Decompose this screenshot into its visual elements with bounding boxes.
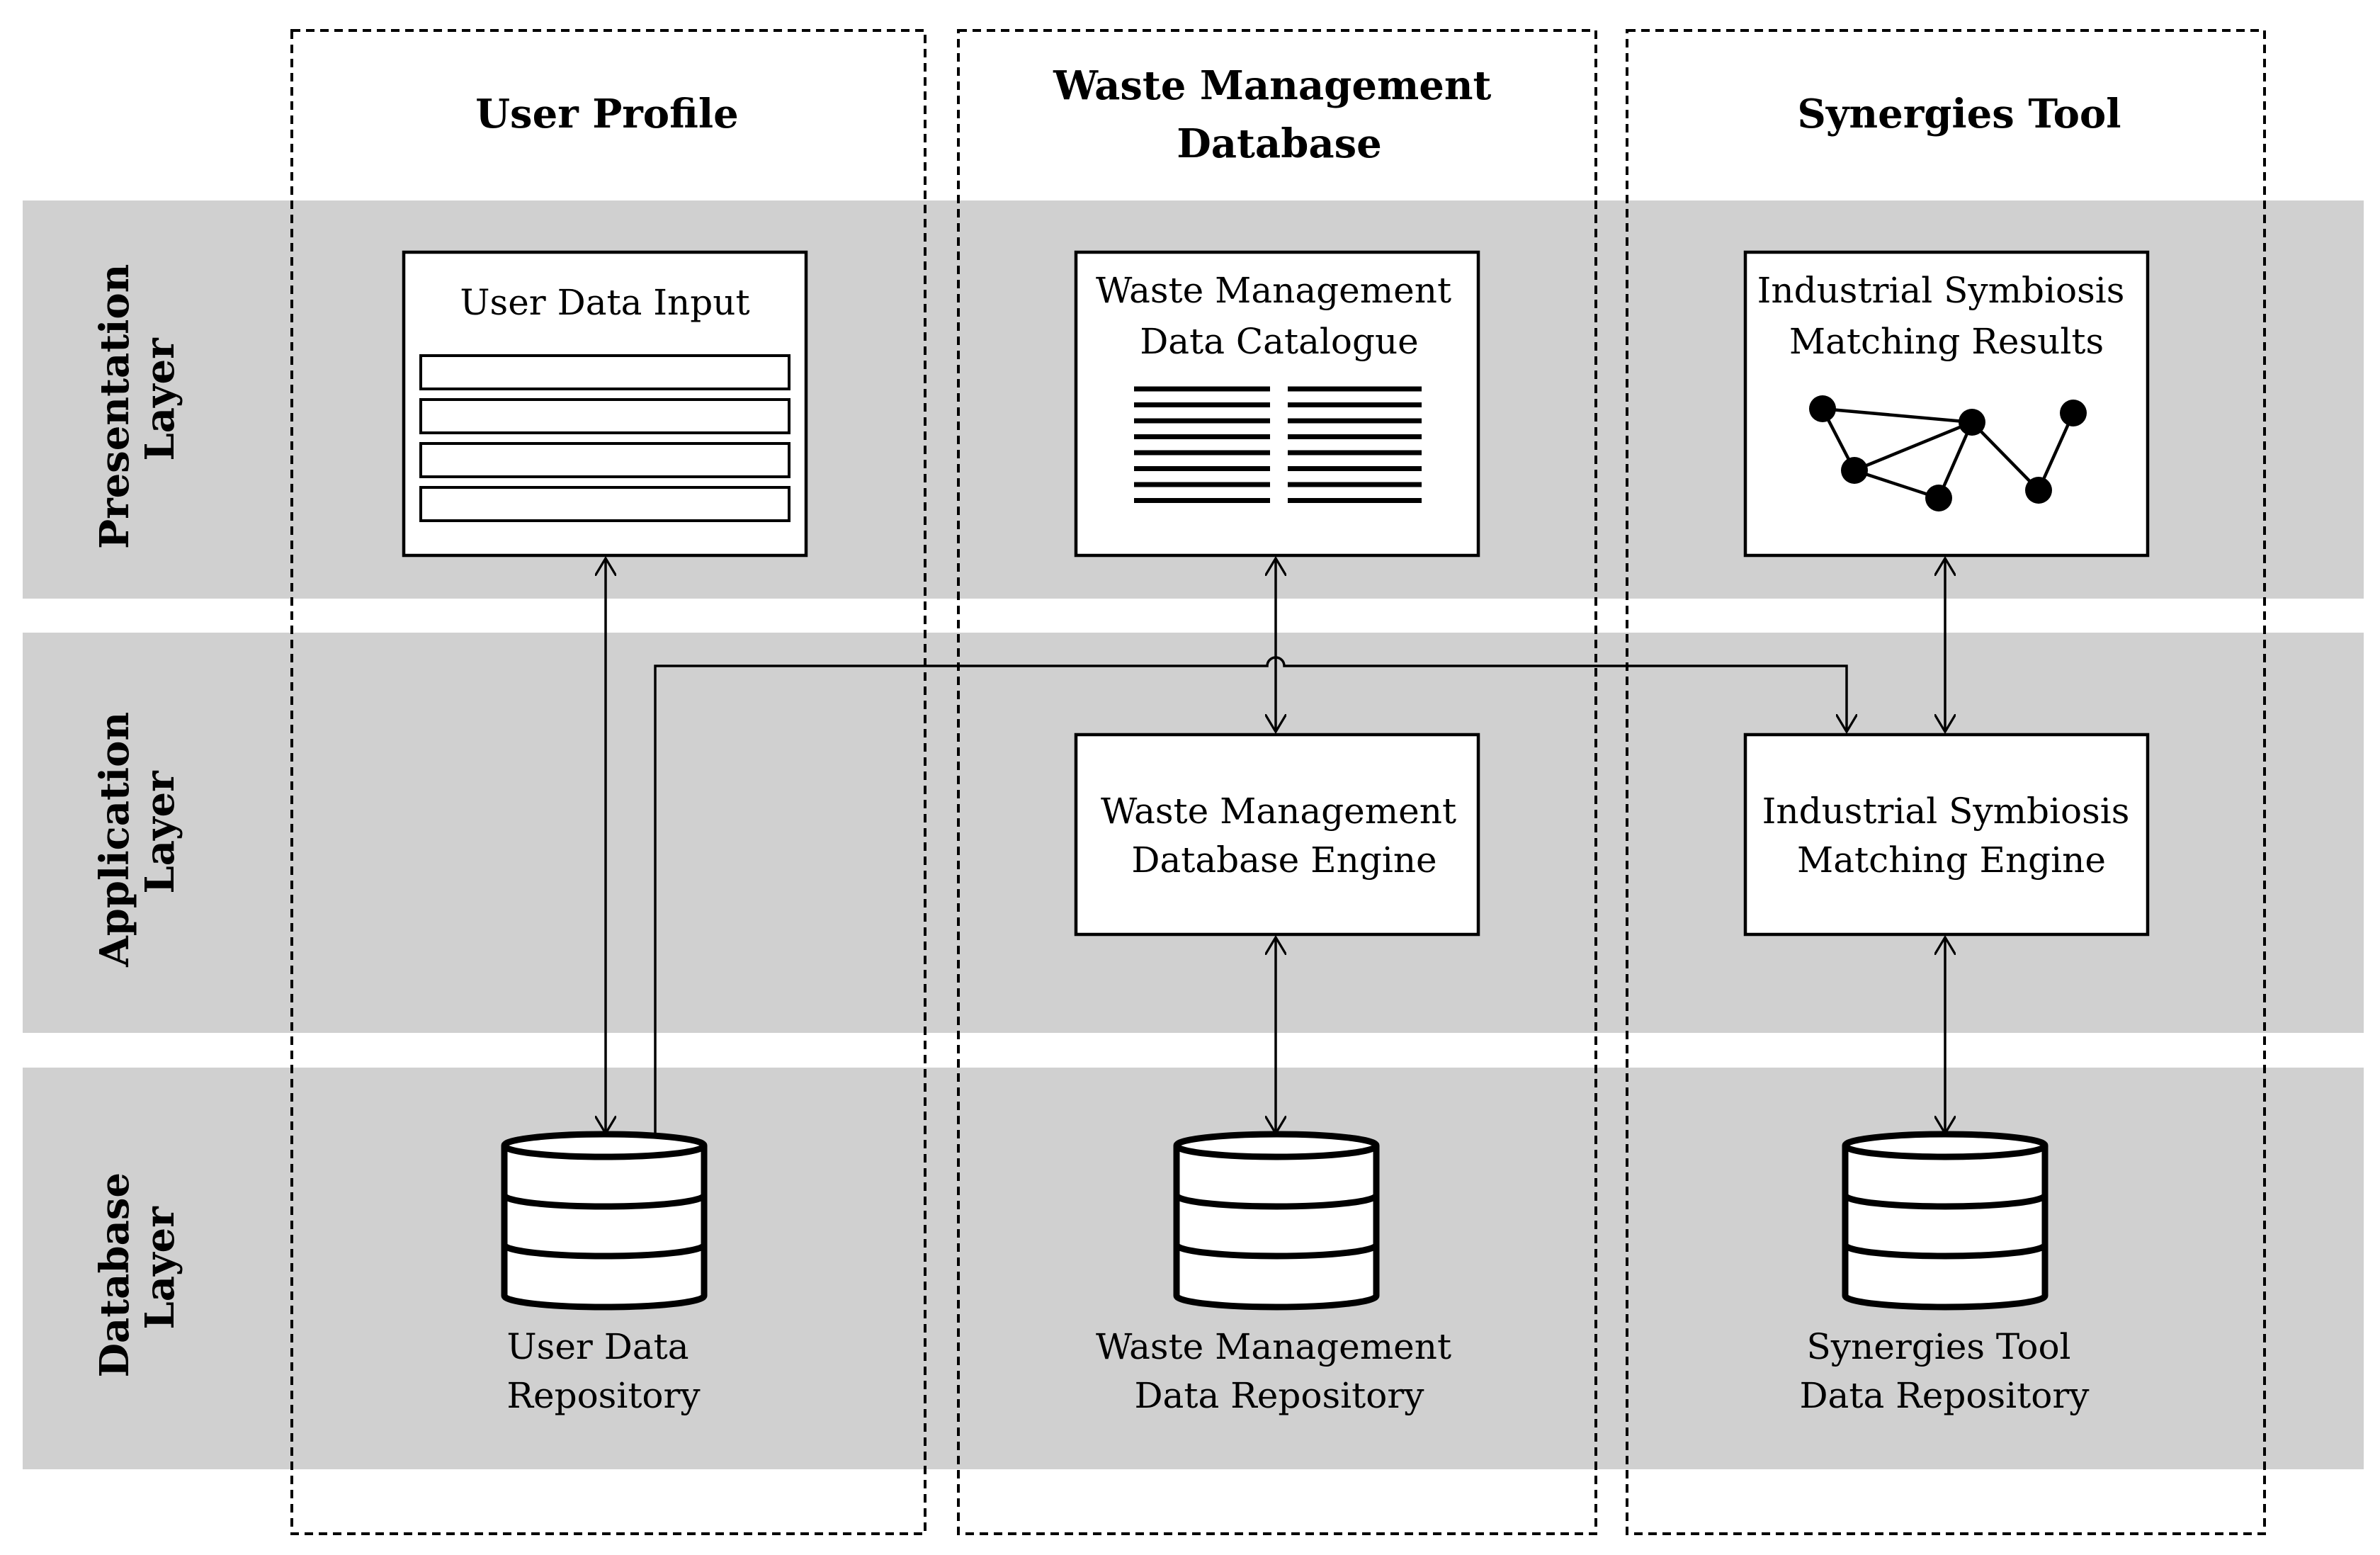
column-frame-waste-database [957,29,1597,1535]
layer-label-presentation: Presentation Layer [91,250,183,549]
column-frame-synergies-tool [1626,29,2266,1535]
column-frames [290,29,2266,1535]
layer-labels: Presentation Layer Application Layer Dat… [91,250,183,1378]
user-data-input-panel: User Data Input [402,250,808,558]
column-title-user-profile: User Profile [475,91,739,137]
waste-engine-panel: Waste Management Database Engine [1074,733,1480,937]
cylinder-ring [501,1194,708,1210]
graph-edge [1937,422,1974,499]
graph-node [1809,395,1836,422]
waste-catalogue-title: Waste Management Data Catalogue [1096,270,1463,362]
is-engine-panel: Industrial Symbiosis Matching Engine [1743,733,2150,937]
cylinder-ring [1173,1243,1380,1260]
cylinder-body [1173,1146,1380,1311]
database-icon [1173,1131,1380,1311]
waste-repository-label: Waste Management Data Repository [1096,1326,1463,1416]
graph-node [1841,457,1868,484]
waste-engine-title: Waste Management Database Engine [1101,791,1468,881]
cylinder-top [1842,1131,2048,1160]
graph-node [1925,485,1952,511]
graph-node [1959,409,1985,436]
connectors [606,558,1945,1133]
cylinder-ring [1842,1243,2048,1260]
cylinder-top [1173,1131,1380,1160]
graph-edge [1822,407,1973,424]
repository-labels: User Data Repository Waste Management Da… [506,1326,2090,1416]
form-fields-icon [419,354,790,522]
network-graph-icon [1809,395,2087,511]
cylinder-top [501,1131,708,1160]
is-results-title: Industrial Symbiosis Matching Results [1757,270,2136,362]
form-field [419,354,790,390]
cylinder-body [1842,1146,2048,1311]
synergies-repository-label: Synergies Tool Data Repository [1799,1326,2090,1416]
cylinder-ring [1842,1194,2048,1210]
layer-label-database: Database Layer [91,1158,183,1377]
column-titles: User Profile Waste Management Database S… [475,62,2121,167]
user-data-input-title: User Data Input [460,282,749,323]
text-lines-icon [1134,386,1422,503]
form-field [419,442,790,478]
cylinder-ring [501,1243,708,1260]
graph-edge [1854,420,1973,473]
form-field [419,486,790,522]
column-title-synergies-tool: Synergies Tool [1797,91,2121,137]
is-results-panel: Industrial Symbiosis Matching Results [1743,250,2150,558]
waste-catalogue-panel: Waste Management Data Catalogue [1074,250,1480,558]
cylinder-body [501,1146,708,1311]
cylinder-ring [1173,1194,1380,1210]
database-icon [1842,1131,2048,1311]
graph-edge [2036,412,2075,491]
layer-label-application: Application Layer [91,698,183,967]
user-repository-label: User Data Repository [506,1326,701,1416]
column-title-waste-database: Waste Management Database [1053,62,1505,167]
form-field [419,398,790,434]
graph-edge [1971,421,2040,492]
graph-node [2025,477,2052,504]
column-frame-user-profile [290,29,926,1535]
graph-node [2060,400,2087,426]
graph-edge [1854,468,1939,500]
arrow-user-repository-to-is-engine [654,656,1847,1133]
database-icon [501,1131,708,1311]
is-engine-title: Industrial Symbiosis Matching Engine [1762,791,2141,881]
